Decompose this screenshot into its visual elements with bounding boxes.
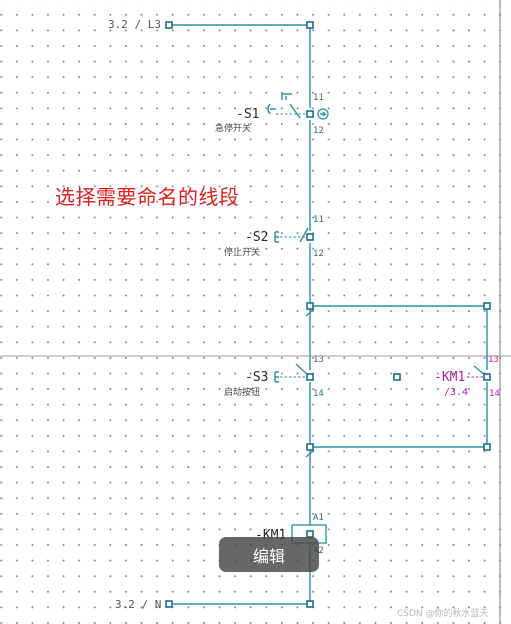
km1-contact-tag[interactable]: -KM1 [434, 370, 466, 385]
instruction-annotation: 选择需要命名的线段 [55, 185, 240, 209]
s1-tag[interactable]: -S1 [236, 107, 260, 122]
s2-tag[interactable]: -S2 [245, 230, 269, 245]
node-branch-bottom-left[interactable] [306, 443, 314, 451]
top-terminal-label: 3.2 / L3 [108, 18, 161, 31]
edit-toast-button[interactable]: 编辑 [219, 537, 319, 572]
node-free[interactable] [393, 373, 401, 381]
s3-pin-top: 13 [313, 355, 324, 365]
node-top-terminal[interactable] [165, 21, 173, 29]
s1-description: 急停开关 [215, 124, 252, 134]
s1-pin-bottom: 12 [313, 126, 324, 136]
bottom-terminal-label: 3.2 / N [115, 598, 162, 611]
km1-contact-symbol[interactable] [467, 365, 486, 378]
junction-tick-top [305, 308, 315, 317]
s2-pin-top: 11 [313, 215, 324, 225]
km1-contact-reference: /3.4 [444, 387, 469, 398]
km1-contact-pin-bottom: 14 [489, 389, 500, 399]
node-branch-left[interactable] [306, 302, 314, 310]
km1-coil-pin-a1: A1 [313, 513, 324, 523]
s3-pin-bottom: 14 [313, 389, 324, 399]
node-bottom-terminal[interactable] [165, 600, 173, 608]
junction-tick-bottom [305, 449, 315, 458]
s3-switch-symbol[interactable] [274, 363, 309, 383]
watermark: CSDN @你的秋水蓝天 [397, 609, 489, 619]
node-bottom-corner[interactable] [306, 600, 314, 608]
s2-description: 停止开关 [224, 248, 261, 258]
node-top-corner[interactable] [306, 21, 314, 29]
node-s1-top[interactable] [306, 110, 314, 118]
s2-switch-symbol[interactable] [274, 227, 309, 243]
km1-contact-pin-top: 13 [488, 355, 499, 365]
node-km1-contact[interactable] [483, 373, 491, 381]
s2-pin-bottom: 12 [313, 249, 324, 259]
node-s2-top[interactable] [306, 233, 314, 241]
s1-pin-top: 11 [313, 93, 324, 103]
s3-description: 启动按钮 [224, 388, 261, 398]
node-branch-bottom-right[interactable] [483, 443, 491, 451]
s3-tag[interactable]: -S3 [245, 370, 269, 385]
s1-switch-symbol[interactable] [267, 93, 329, 120]
node-branch-right[interactable] [483, 302, 491, 310]
node-s3-top[interactable] [306, 373, 314, 381]
